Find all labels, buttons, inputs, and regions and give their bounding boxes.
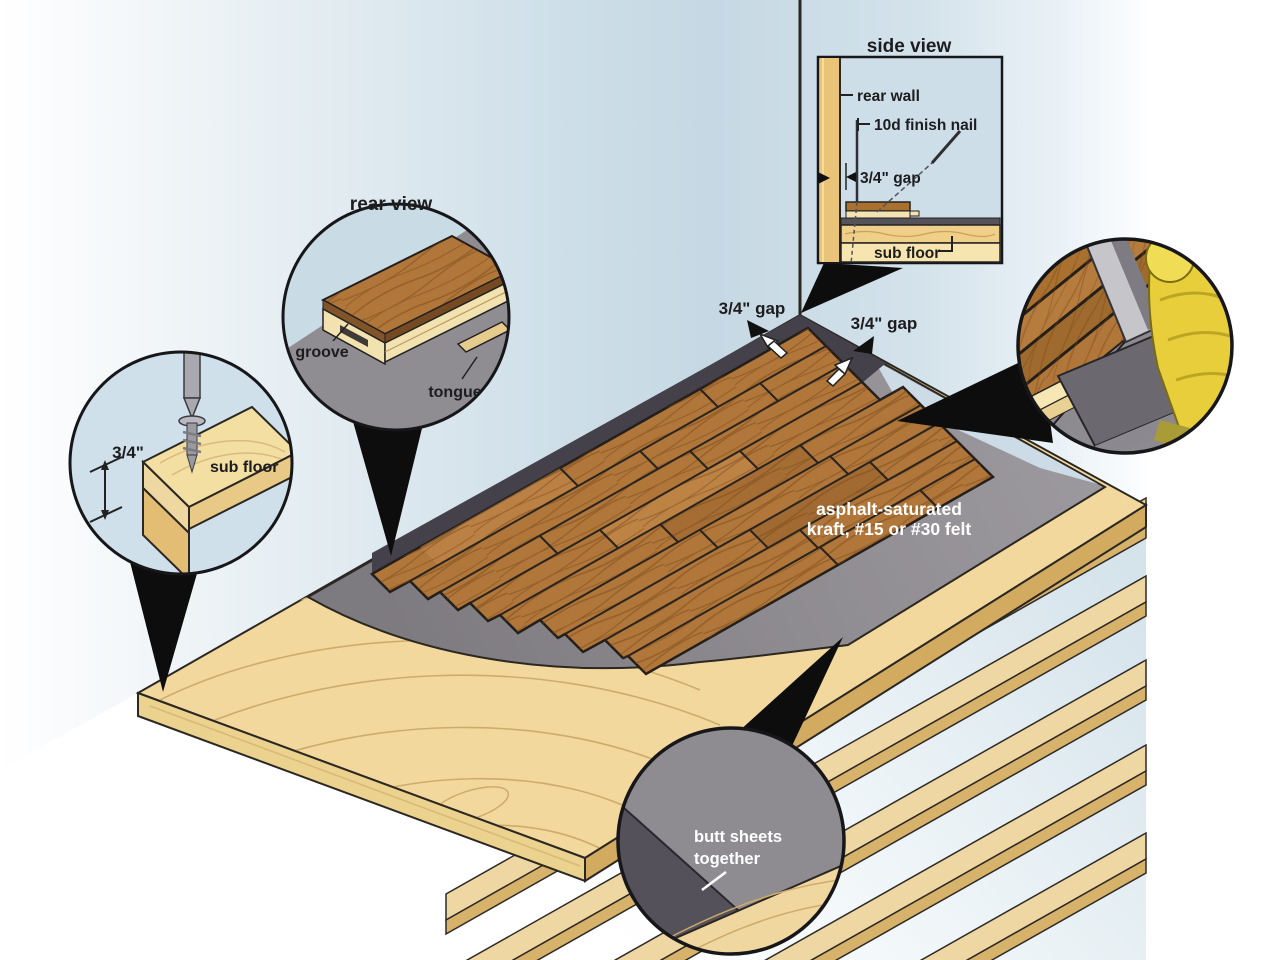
rear-view-title: rear view — [350, 194, 433, 215]
subfloor-label: sub floor — [874, 245, 940, 262]
nailer-pointer — [897, 352, 1053, 443]
measure-label: 3/4" — [112, 443, 144, 462]
subfloor-detail-inset: 3/4" sub floor — [68, 350, 294, 576]
expansion-arrow-icon — [825, 356, 854, 388]
butt-label-line2: together — [694, 850, 761, 868]
tongue-label: tongue — [428, 384, 481, 401]
gap-left-arrow-icon — [747, 320, 769, 338]
felt-label-line2: kraft, #15 or #30 felt — [807, 519, 972, 539]
gap-right-arrow-icon — [853, 336, 874, 354]
screw-icon — [178, 352, 206, 474]
gap-left-label: 3/4" gap — [719, 299, 786, 318]
nail-angle-pencil — [930, 130, 962, 164]
subfloor-detail-label: sub floor — [210, 459, 278, 476]
wall-arrow-icon — [818, 172, 830, 184]
plank-joints — [539, 382, 939, 566]
rear-wall-label: rear wall — [857, 88, 920, 105]
side-view-title: side view — [867, 36, 952, 57]
plank-rows — [409, 345, 976, 657]
hardwood-floor — [369, 326, 996, 676]
plank-tongue — [456, 321, 509, 353]
finish-nail-label: 10d finish nail — [874, 117, 977, 134]
groove-notch — [340, 325, 368, 347]
joist-below — [142, 485, 190, 574]
seam-leader-line — [701, 871, 727, 891]
floor-labels: 3/4" gap 3/4" gap asphalt-saturated kraf… — [719, 299, 972, 539]
lower-layer — [840, 242, 1001, 263]
groove-label: groove — [295, 344, 348, 361]
gap-label: 3/4" gap — [860, 170, 921, 187]
side-view-inset: side view rear wall 10d finish nail 3/4"… — [816, 36, 1004, 265]
gap-strip-right — [800, 315, 886, 383]
felt-layer — [840, 217, 1001, 226]
gap-arrow-icon — [846, 172, 856, 182]
joist — [919, 831, 1147, 960]
rear-wall-board — [820, 58, 840, 262]
subfloor-pointer — [128, 554, 198, 692]
felt-label-line1: asphalt-saturated — [816, 499, 962, 519]
gap-right-label: 3/4" gap — [851, 314, 918, 333]
hardwood-grain — [372, 328, 993, 674]
joist — [764, 743, 1147, 960]
butt-label-line1: butt sheets — [694, 828, 782, 846]
rear-view-inset: groove tongue rear view — [281, 194, 511, 432]
plank-tongue — [909, 210, 920, 217]
rear-view-pointer — [352, 418, 424, 556]
expansion-arrow-icon — [758, 332, 789, 359]
side-view-pointer — [801, 263, 903, 313]
gap-strip-left — [372, 315, 808, 574]
subfloor-layer — [840, 224, 1001, 244]
